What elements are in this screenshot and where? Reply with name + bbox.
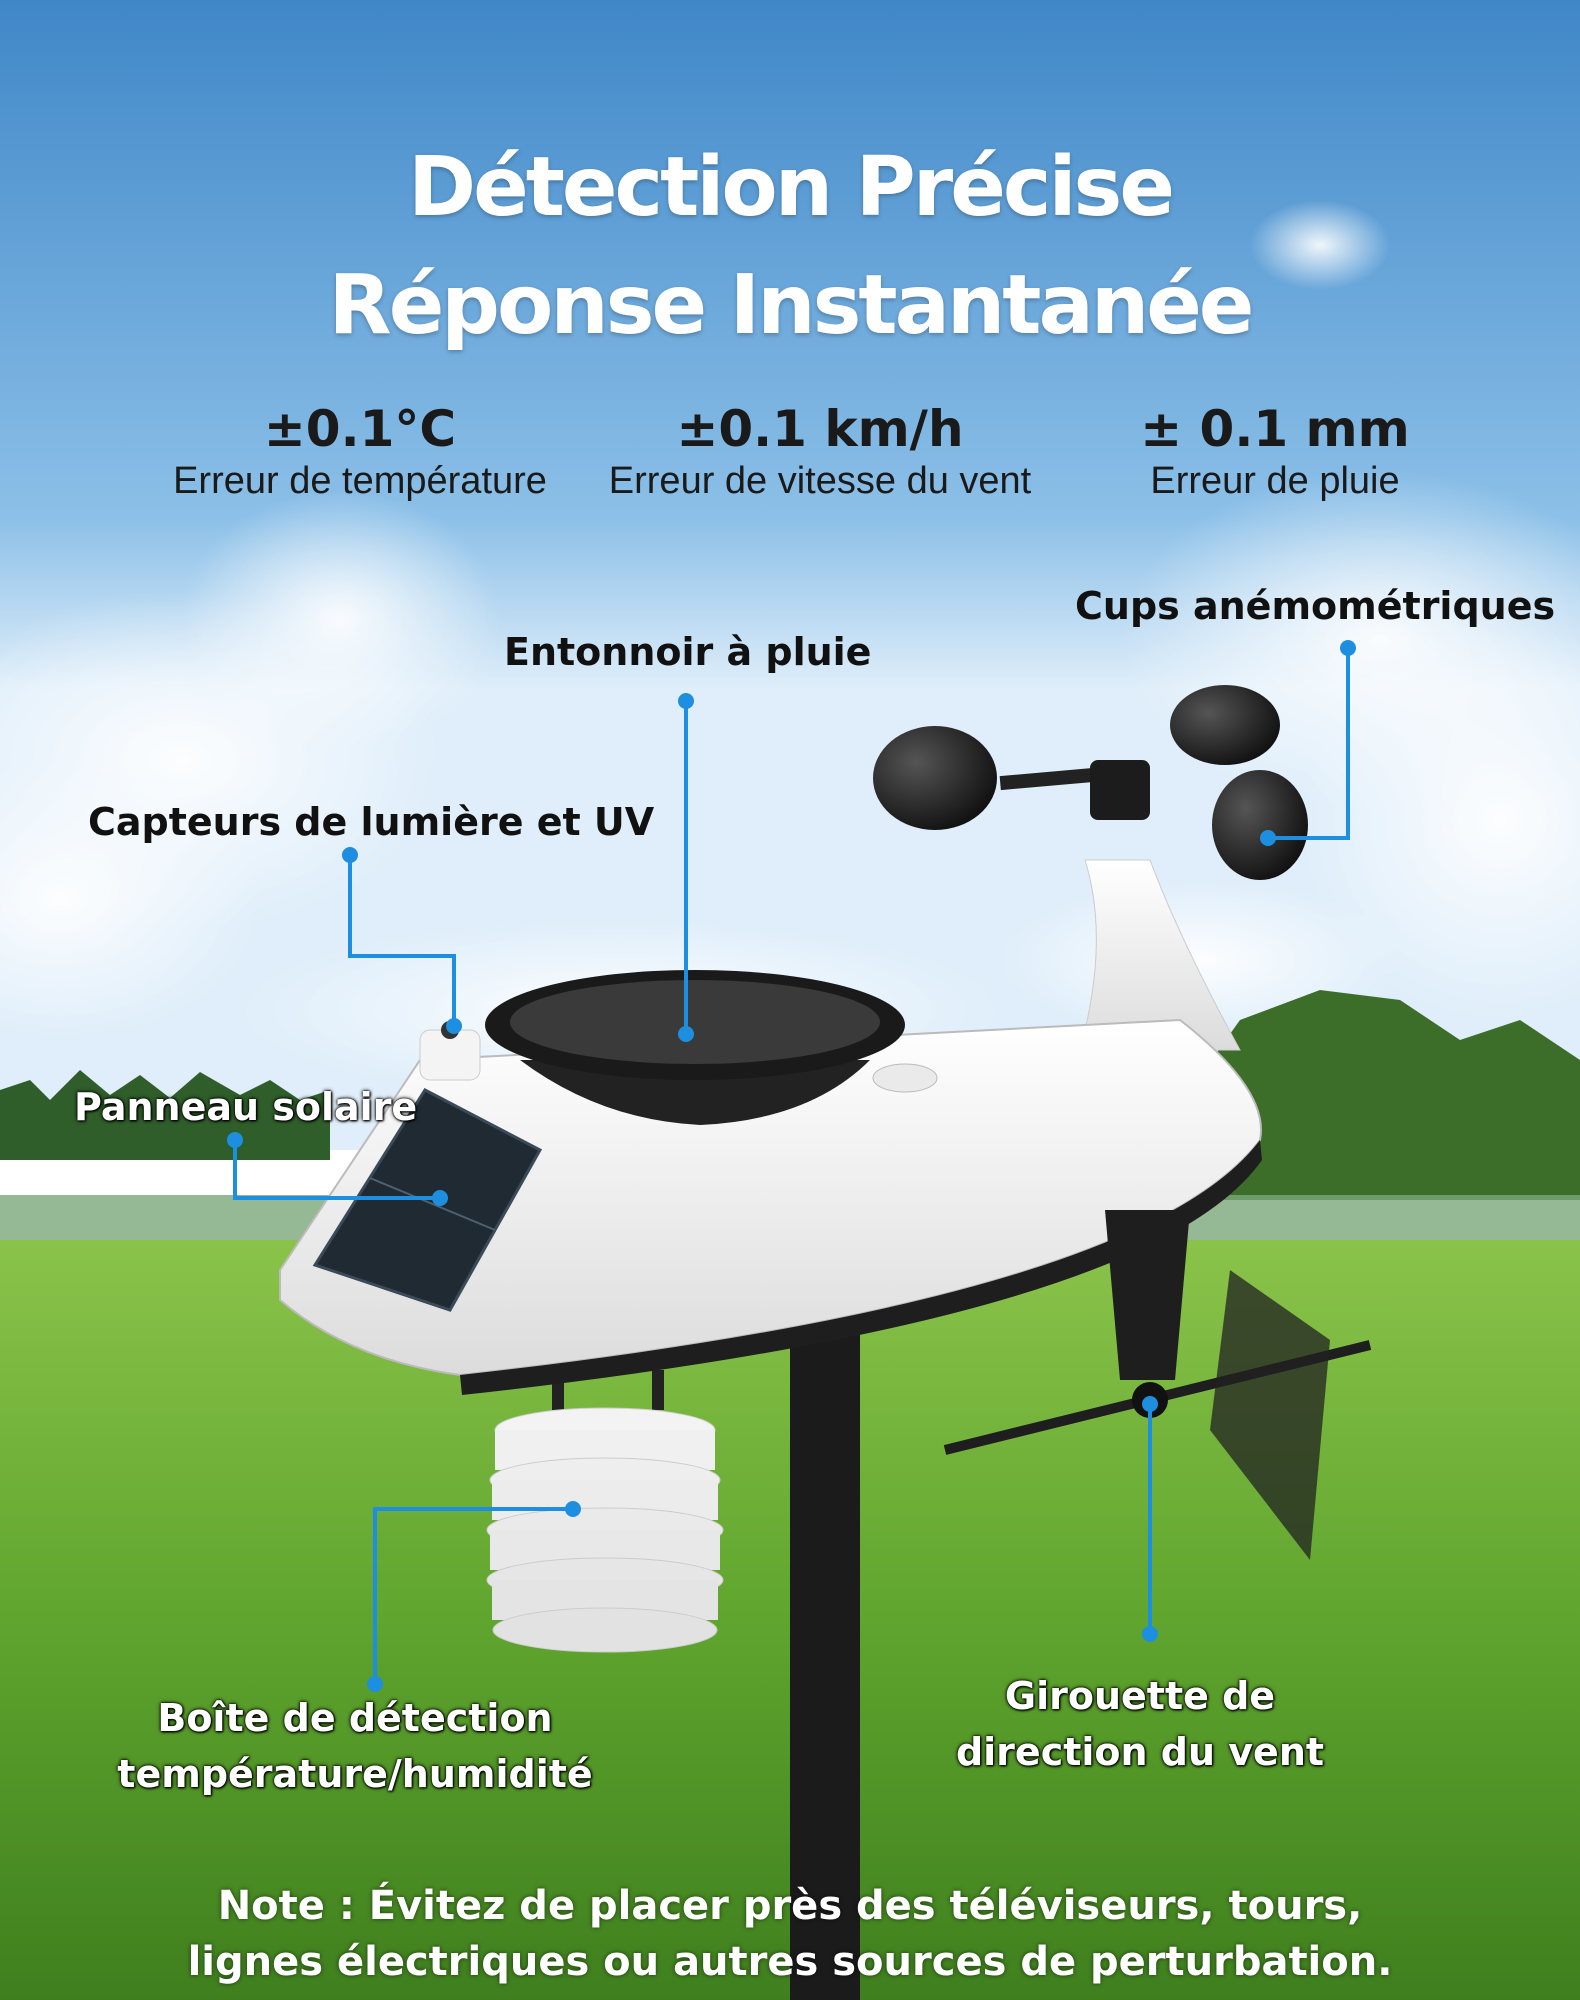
note-line2: lignes électriques ou autres sources de … [187, 1939, 1393, 1985]
leader-lines [233, 648, 1350, 1684]
callout-wind-vane-line1: Girouette de [1004, 1674, 1276, 1718]
note-line1: Note : Évitez de placer près des télévis… [217, 1883, 1363, 1929]
anemometer-graphic [873, 685, 1308, 880]
spec-rain-value: ± 0.1 mm [1140, 400, 1410, 458]
note: Note : Évitez de placer près des télévis… [0, 1878, 1580, 1990]
wind-vane-graphic [943, 1210, 1372, 1560]
clouds [0, 200, 1580, 1100]
spec-wind-speed-caption: Erreur de vitesse du vent [608, 460, 1032, 502]
mounting-pole [790, 1320, 860, 2000]
callout-light-uv: Capteurs de lumière et UV [88, 800, 655, 844]
callout-anemometer: Cups anémométriques [1075, 584, 1556, 628]
thermo-humidity-shield [486, 1370, 724, 1653]
headline-line-1: Détection Précise [408, 140, 1175, 235]
spec-temperature-value: ±0.1°C [263, 400, 457, 458]
spec-temperature-caption: Erreur de température [173, 460, 547, 502]
callout-solar-panel: Panneau solaire [74, 1085, 418, 1129]
sensor-body [279, 1018, 1262, 1395]
callout-thermo-box-line2: température/humidité [117, 1752, 593, 1796]
spec-wind-speed-value: ±0.1 km/h [676, 400, 964, 458]
headline-line-2: Réponse Instantanée [328, 258, 1255, 353]
callout-thermo-box-line1: Boîte de détection [157, 1696, 553, 1740]
spec-rain: ± 0.1 mm Erreur de pluie [1070, 400, 1480, 503]
spec-rain-caption: Erreur de pluie [1150, 460, 1400, 502]
spec-temperature: ±0.1°C Erreur de température [140, 400, 580, 503]
tree-line [0, 990, 1580, 1200]
callout-thermo-box: Boîte de détection température/humidité [100, 1690, 610, 1802]
spec-wind-speed: ±0.1 km/h Erreur de vitesse du vent [600, 400, 1040, 503]
callout-wind-vane-line2: direction du vent [955, 1730, 1325, 1774]
callout-wind-vane: Girouette de direction du vent [920, 1668, 1360, 1780]
callout-rain-funnel: Entonnoir à pluie [504, 630, 872, 674]
leader-dots [227, 640, 1356, 1692]
rain-funnel-graphic [485, 970, 905, 1125]
